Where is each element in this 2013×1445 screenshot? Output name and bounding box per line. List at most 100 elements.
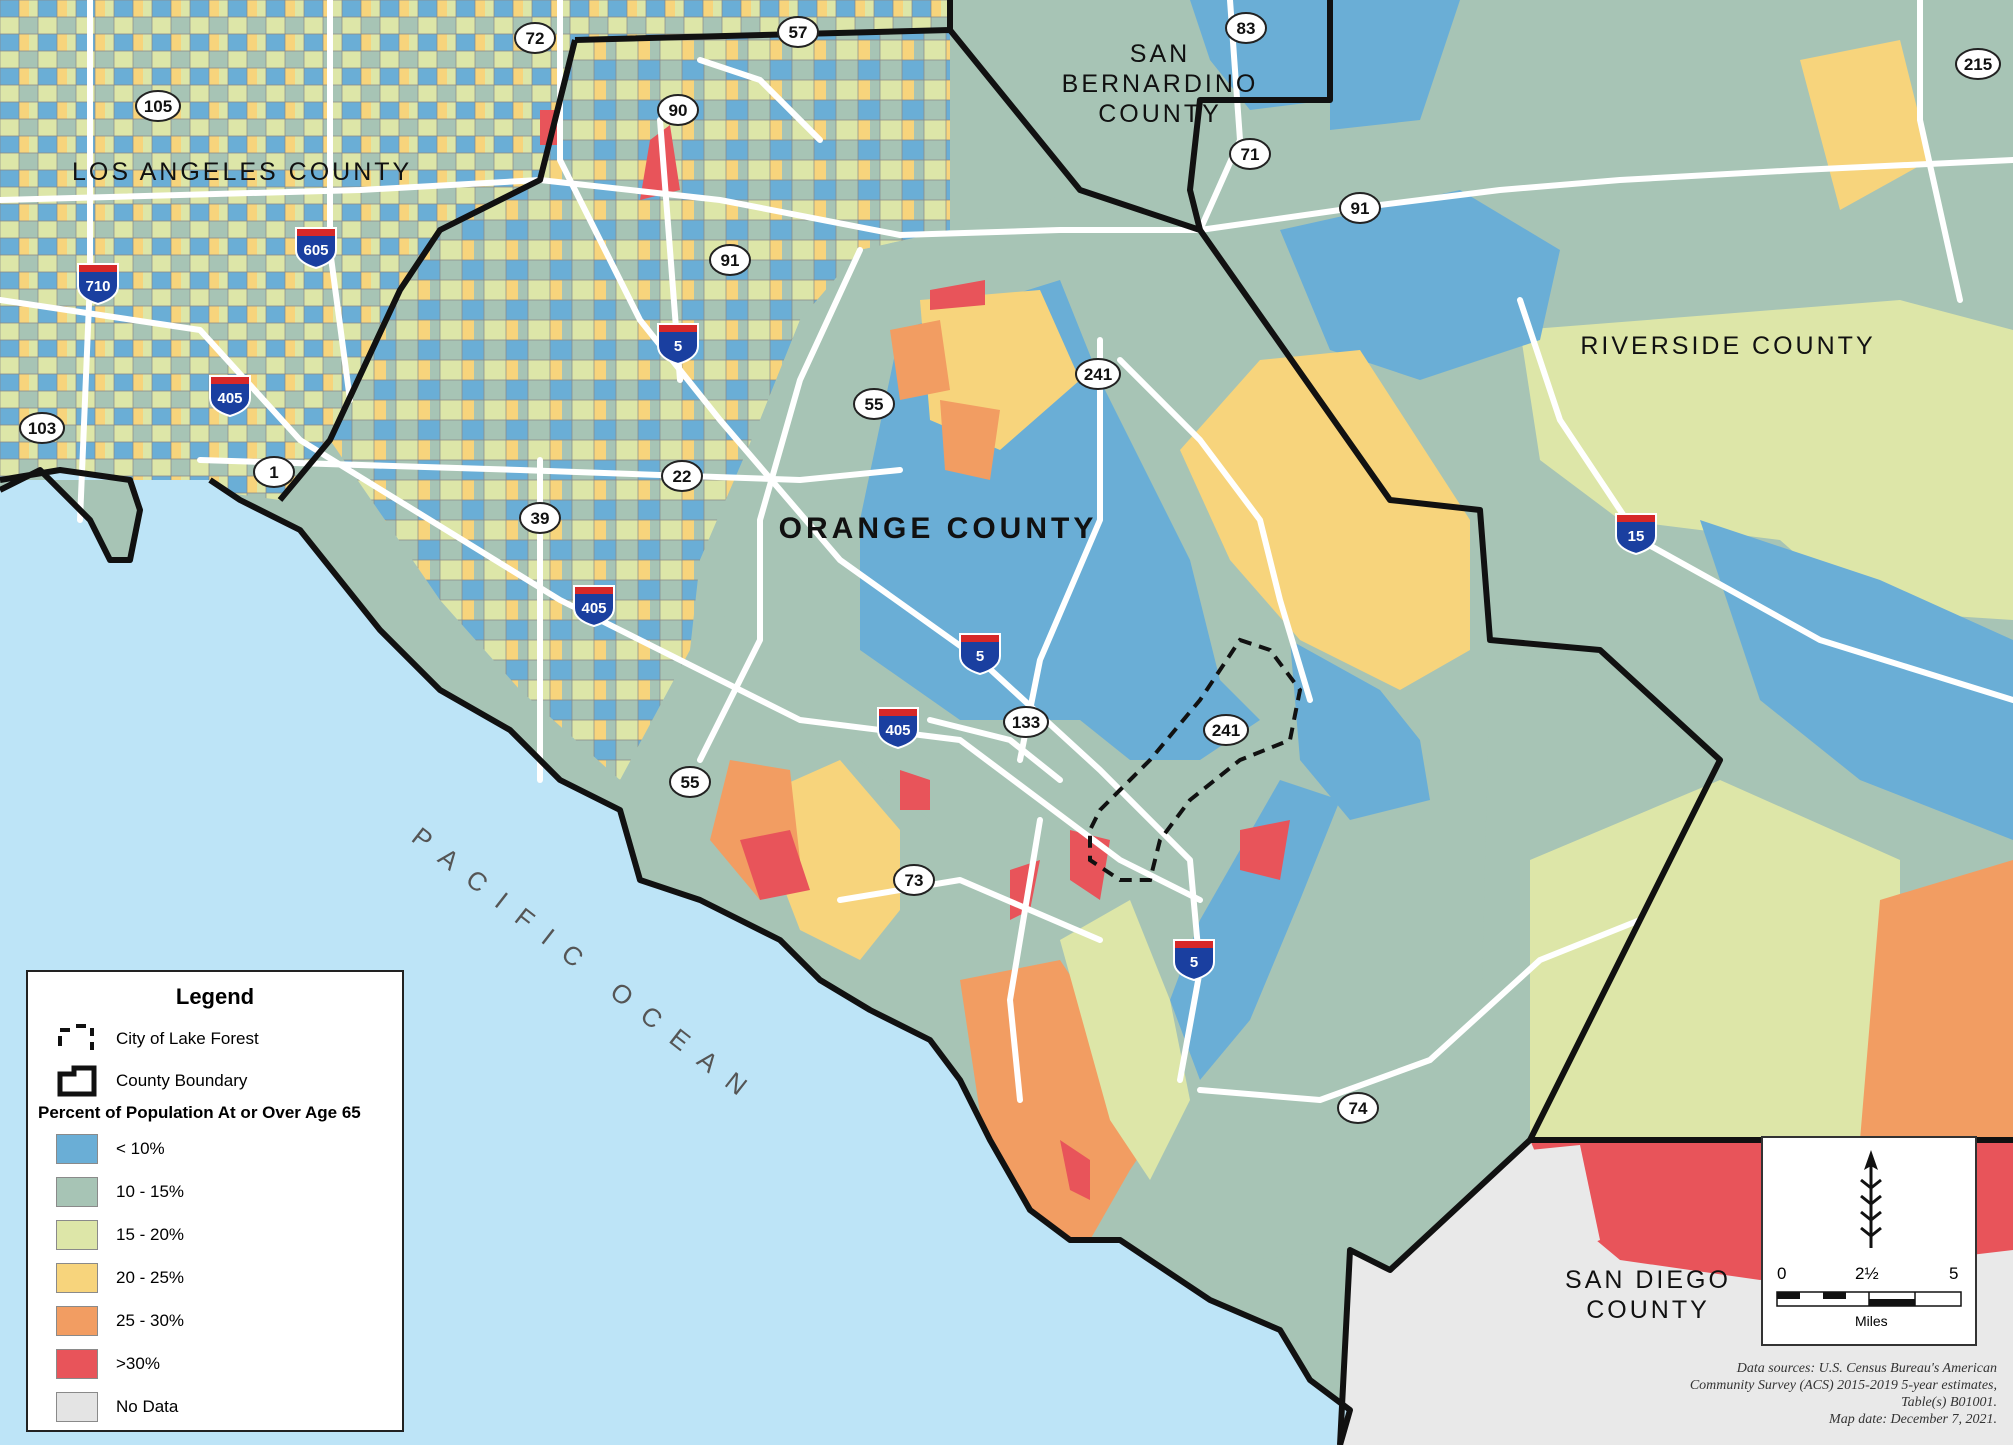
route-shield-91: 91 xyxy=(709,244,751,276)
route-shield-241: 241 xyxy=(1203,714,1249,746)
oc-red-newport xyxy=(740,830,810,900)
oc-orange-mid xyxy=(940,400,1000,480)
riverside-yellowgreen-2 xyxy=(1530,780,1900,1140)
legend-class-row: 25 - 30% xyxy=(56,1306,184,1336)
route-shield-133: 133 xyxy=(1003,706,1049,738)
legend-title: Legend xyxy=(175,984,255,1009)
route-shield-number: 55 xyxy=(865,395,884,414)
route-shield-number: 405 xyxy=(581,600,606,617)
route-shield-number: 105 xyxy=(144,97,172,116)
route-shield-number: 405 xyxy=(217,390,242,407)
sb-county-label-2: BERNARDINO xyxy=(1062,70,1259,98)
oc-blue-right xyxy=(1290,640,1430,820)
oc-red-8 xyxy=(930,280,985,310)
credits-line-2: Community Survey (ACS) 2015-2019 5-year … xyxy=(1689,1378,1997,1393)
route-shield-710: 710 xyxy=(77,263,119,306)
legend-swatch-15-20 xyxy=(56,1220,98,1250)
legend-class-row: < 10% xyxy=(56,1134,165,1164)
north-arrow-icon xyxy=(1860,1150,1882,1248)
sb-county-label-1: SAN xyxy=(1130,40,1190,68)
route-shield-5: 5 xyxy=(959,633,1001,676)
oc-red-6 xyxy=(640,125,680,200)
route-shield-91: 91 xyxy=(1339,192,1381,224)
data-sources-note: Data sources: U.S. Census Bureau's Ameri… xyxy=(1577,1360,1997,1428)
route-shield-number: 71 xyxy=(1241,145,1260,164)
legend-class-label: 10 - 15% xyxy=(116,1182,185,1201)
legend-class-row: 15 - 20% xyxy=(56,1220,184,1250)
legend-class-label: 25 - 30% xyxy=(116,1311,185,1330)
legend-class-row: No Data xyxy=(56,1392,178,1422)
route-shield-number: 215 xyxy=(1964,55,1992,74)
lake-forest-boundary xyxy=(1088,637,1303,882)
route-shield-number: 5 xyxy=(1190,954,1198,971)
oc-south-blue xyxy=(1170,780,1340,1080)
route-shield-405: 405 xyxy=(573,585,615,628)
route-shield-71: 71 xyxy=(1229,138,1271,170)
legend-swatch-under-10 xyxy=(56,1134,98,1164)
legend-lake-forest-label: City of Lake Forest xyxy=(116,1029,259,1048)
legend-swatch-20-25 xyxy=(56,1263,98,1293)
route-shield-number: 57 xyxy=(789,23,808,42)
route-shield-number: 55 xyxy=(681,773,700,792)
legend-class-row: >30% xyxy=(56,1349,160,1379)
route-shield-90: 90 xyxy=(657,94,699,126)
riverside-blue-3 xyxy=(1330,0,1460,130)
route-shield-55: 55 xyxy=(669,766,711,798)
route-shield-number: 72 xyxy=(526,29,545,48)
oc-orange-2 xyxy=(890,320,950,400)
route-shield-1: 1 xyxy=(253,456,295,488)
legend-row-lake-forest: City of Lake Forest xyxy=(56,1022,259,1056)
credits-line-1: Data sources: U.S. Census Bureau's Ameri… xyxy=(1736,1361,1997,1376)
scale-unit-label: Miles xyxy=(1855,1313,1888,1329)
oc-yellow-large xyxy=(1180,350,1470,690)
sd-county-label-2: COUNTY xyxy=(1586,1296,1710,1324)
route-shield-22: 22 xyxy=(661,460,703,492)
route-shield-number: 91 xyxy=(1351,199,1370,218)
route-shield-39: 39 xyxy=(519,502,561,534)
oc-red-3 xyxy=(1240,820,1290,880)
riverside-blue-2 xyxy=(1700,520,2013,840)
route-shield-number: 83 xyxy=(1237,19,1256,38)
oc-red-5 xyxy=(1060,1140,1090,1200)
legend-class-label: >30% xyxy=(116,1354,160,1373)
dashed-boundary-icon xyxy=(58,1024,94,1050)
orange-county-label: ORANGE COUNTY xyxy=(779,512,1098,545)
sd-grey-band xyxy=(1530,1145,1600,1260)
oc-red-4 xyxy=(900,770,930,810)
legend-swatch-25-30 xyxy=(56,1306,98,1336)
route-shield-5: 5 xyxy=(657,323,699,366)
route-shield-number: 1 xyxy=(269,463,278,482)
solid-boundary-icon xyxy=(57,1065,97,1097)
scale-bar xyxy=(1776,1291,1962,1307)
route-shield-103: 103 xyxy=(19,412,65,444)
oc-coast-south-2 xyxy=(1060,900,1190,1180)
route-shield-number: 39 xyxy=(531,509,550,528)
route-shield-number: 241 xyxy=(1084,365,1112,384)
scale-label-mid: 2½ xyxy=(1855,1264,1879,1283)
route-shield-105: 105 xyxy=(135,90,181,122)
scale-label-end: 5 xyxy=(1949,1264,1959,1283)
route-shield-215: 215 xyxy=(1955,48,2001,80)
legend-class-label: 20 - 25% xyxy=(116,1268,185,1287)
legend-county-boundary-label: County Boundary xyxy=(116,1071,248,1090)
route-shield-number: 133 xyxy=(1012,713,1040,732)
route-shield-number: 74 xyxy=(1349,1099,1368,1118)
legend-class-label: No Data xyxy=(116,1397,179,1416)
sd-county-label-1: SAN DIEGO xyxy=(1565,1266,1731,1294)
legend-swatch-over-30 xyxy=(56,1349,98,1379)
riverside-county-label: RIVERSIDE COUNTY xyxy=(1580,332,1875,360)
legend-classes-title: Percent of Population At or Over Age 65 xyxy=(38,1103,361,1122)
route-shield-15: 15 xyxy=(1615,513,1657,556)
route-shield-number: 103 xyxy=(28,419,56,438)
credits-line-3: Table(s) B01001. xyxy=(1901,1395,1997,1410)
route-shield-number: 710 xyxy=(85,278,110,295)
legend-panel: Legend City of Lake Forest County Bounda… xyxy=(26,970,404,1432)
route-shield-number: 5 xyxy=(976,648,984,665)
route-shield-241: 241 xyxy=(1075,358,1121,390)
route-shield-405: 405 xyxy=(877,707,919,750)
route-shield-55: 55 xyxy=(853,388,895,420)
sb-blue-tracts xyxy=(1190,0,1330,110)
legend-swatch-10-15 xyxy=(56,1177,98,1207)
